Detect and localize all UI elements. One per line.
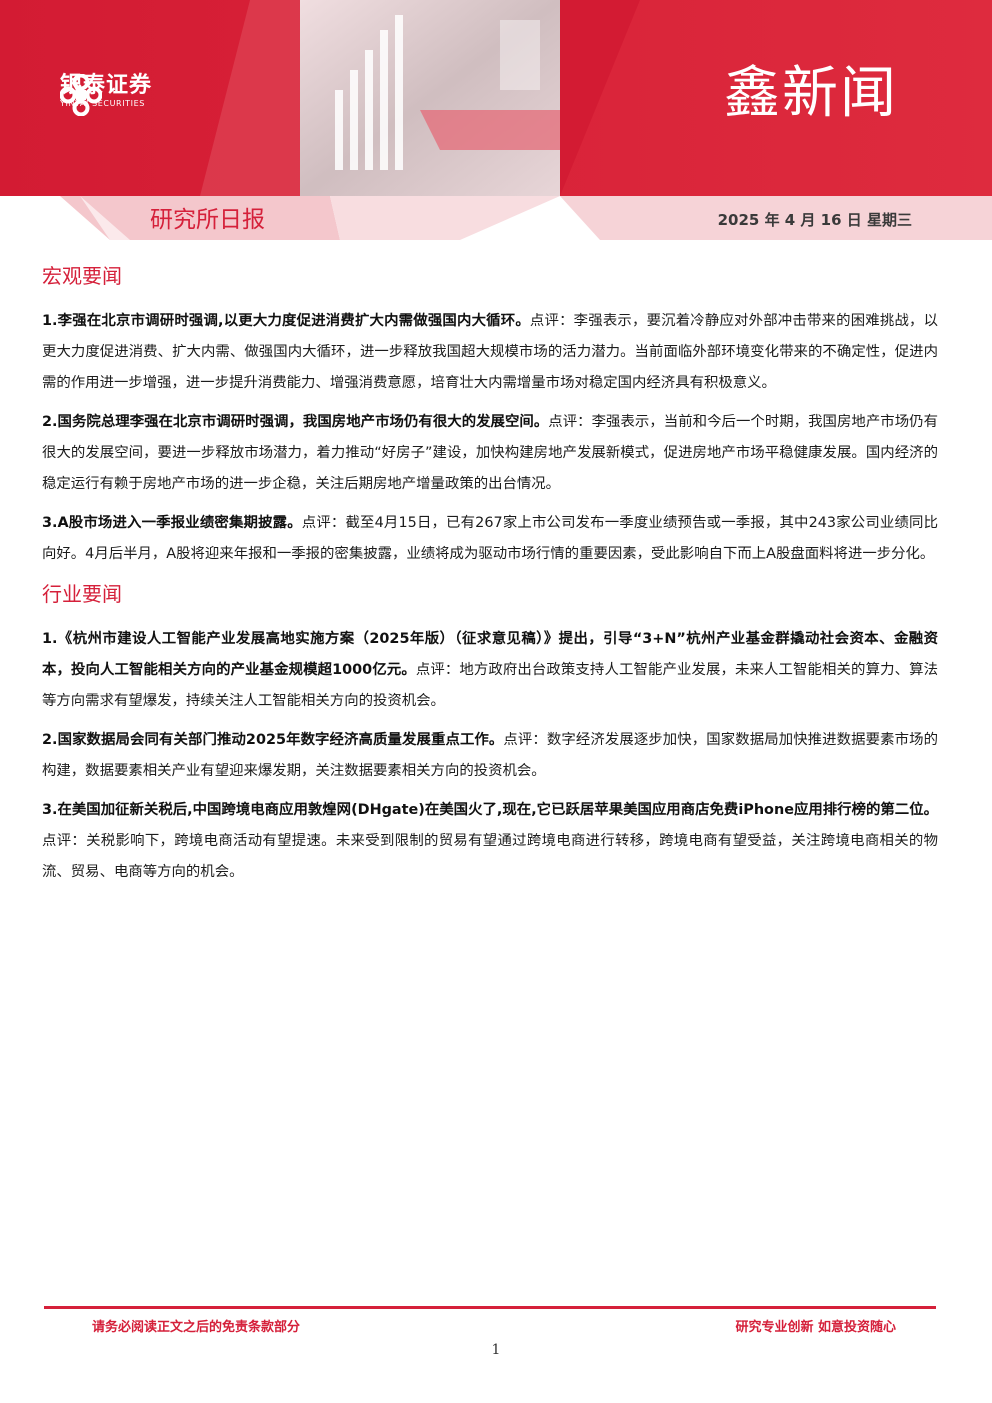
header-banner-graphic: [0, 0, 992, 240]
brand-title: 鑫新闻: [724, 61, 898, 126]
news-item: 2.国务院总理李强在北京市调研时强调，我国房地产市场仍有很大的发展空间。点评：李…: [42, 407, 938, 500]
section-industry: 行业要闻 1.《杭州市建设人工智能产业发展高地实施方案（2025年版）（征求意见…: [42, 578, 938, 888]
report-date: 2025 年 4 月 16 日 星期三: [717, 211, 912, 229]
section-title: 宏观要闻: [42, 264, 122, 288]
news-item: 2.国家数据局会同有关部门推动2025年数字经济高质量发展重点工作。点评：数字经…: [42, 725, 938, 787]
news-item: 3.A股市场进入一季报业绩密集期披露。点评：截至4月15日，已有267家上市公司…: [42, 508, 938, 570]
news-headline: 2.国务院总理李强在北京市调研时强调，我国房地产市场仍有很大的发展空间。: [42, 414, 549, 430]
report-type: 研究所日报: [150, 207, 265, 233]
news-headline: 2.国家数据局会同有关部门推动2025年数字经济高质量发展重点工作。: [42, 732, 504, 748]
news-headline: 3.A股市场进入一季报业绩密集期披露。: [42, 515, 302, 531]
news-comment: 点评：关税影响下，跨境电商活动有望提速。未来受到限制的贸易有望通过跨境电商进行转…: [42, 833, 938, 880]
news-comment: 点评：地方政府出台政策支持人工智能产业发展，未来人工智能相关的算力、算法等方向需…: [42, 662, 938, 709]
company-logo: 银泰证券 YINTAI SECURITIES: [60, 74, 152, 116]
news-comment: 点评：李强表示，当前和今后一个时期，我国房地产市场仍有很大的发展空间，要进一步释…: [42, 414, 938, 492]
news-headline: 1.李强在北京市调研时强调,以更大力度促进消费扩大内需做强国内大循环。: [42, 313, 530, 329]
news-item: 1.李强在北京市调研时强调,以更大力度促进消费扩大内需做强国内大循环。点评：李强…: [42, 306, 938, 399]
section-macro: 宏观要闻 1.李强在北京市调研时强调,以更大力度促进消费扩大内需做强国内大循环。…: [42, 260, 938, 570]
logo-mark-icon: [60, 74, 102, 116]
news-item: 3.在美国加征新关税后,中国跨境电商应用敦煌网(DHgate)在美国火了,现在,…: [42, 795, 938, 888]
news-comment: 点评：截至4月15日，已有267家上市公司发布一季度业绩预告或一季报，其中243…: [42, 515, 938, 562]
news-item: 1.《杭州市建设人工智能产业发展高地实施方案（2025年版）（征求意见稿）》提出…: [42, 624, 938, 717]
news-headline: 3.在美国加征新关税后,中国跨境电商应用敦煌网(DHgate)在美国火了,现在,…: [42, 802, 938, 818]
report-body: 宏观要闻 1.李强在北京市调研时强调,以更大力度促进消费扩大内需做强国内大循环。…: [42, 260, 938, 896]
footer-divider: [44, 1306, 936, 1309]
logo-name-en: YINTAI SECURITIES: [60, 99, 145, 108]
section-title: 行业要闻: [42, 582, 122, 606]
news-headline: 1.《杭州市建设人工智能产业发展高地实施方案（2025年版）（征求意见稿）》提出…: [42, 631, 938, 678]
footer-disclaimer: 请务必阅读正文之后的免责条款部分: [92, 1320, 301, 1335]
news-comment: 点评：李强表示，要沉着冷静应对外部冲击带来的困难挑战，以更大力度促进消费、扩大内…: [42, 313, 938, 391]
report-header: 银泰证券 YINTAI SECURITIES 鑫新闻 研究所日报 2025 年 …: [0, 0, 992, 240]
news-comment: 点评：数字经济发展逐步加快，国家数据局加快推进数据要素市场的构建，数据要素相关产…: [42, 732, 938, 779]
page-number: 1: [491, 1342, 501, 1358]
footer-slogan: 研究专业创新 如意投资随心: [735, 1320, 896, 1335]
